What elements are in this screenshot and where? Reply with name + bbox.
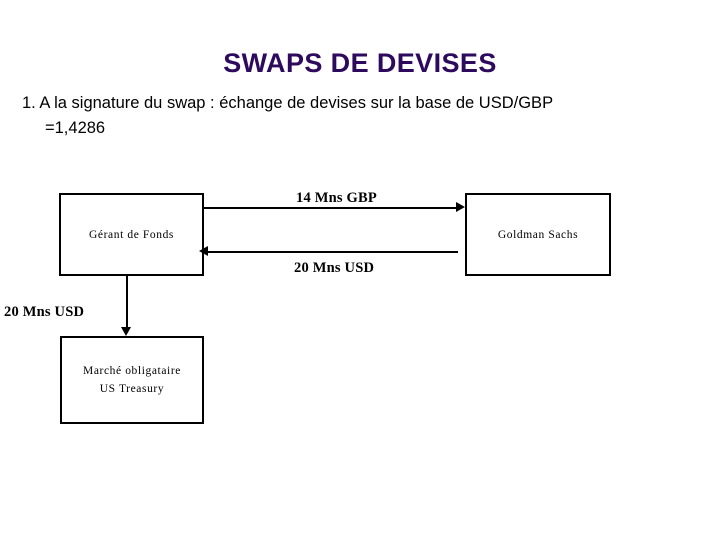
arrow-head-left-icon [199, 246, 208, 256]
diagram-node-gerant-de-fonds[interactable]: Gérant de Fonds [59, 193, 204, 276]
bullet-paragraph: 1. A la signature du swap : échange de d… [22, 91, 698, 141]
bullet-line-secondary: =1,4286 [45, 119, 106, 137]
flow-label-14-mns-gbp: 14 Mns GBP [296, 190, 377, 206]
diagram-node-label-wrapper: Marché obligataire US Treasury [83, 362, 181, 398]
arrow-head-right-icon [456, 202, 465, 212]
diagram-node-label-line-2: US Treasury [99, 383, 165, 395]
flow-label-20-mns-usd-horizontal: 20 Mns USD [294, 260, 375, 276]
bullet-line-primary: 1. A la signature du swap : échange de d… [22, 94, 554, 112]
diagram-node-label: Gérant de Fonds [88, 228, 174, 241]
flow-arrow-usd-line [206, 251, 458, 253]
flow-label-20-mns-usd-vertical: 20 Mns USD [4, 304, 85, 320]
flow-arrow-usd-down-line [126, 276, 128, 330]
diagram-node-label: Goldman Sachs [497, 228, 579, 241]
flow-arrow-gbp-line [204, 207, 458, 209]
diagram-node-goldman-sachs[interactable]: Goldman Sachs [465, 193, 611, 276]
diagram-node-label-line-1: Marché obligataire [83, 365, 181, 377]
page-title: SWAPS DE DEVISES [223, 48, 497, 78]
arrow-head-down-icon [121, 327, 131, 336]
diagram-node-marche-obligataire[interactable]: Marché obligataire US Treasury [60, 336, 204, 424]
